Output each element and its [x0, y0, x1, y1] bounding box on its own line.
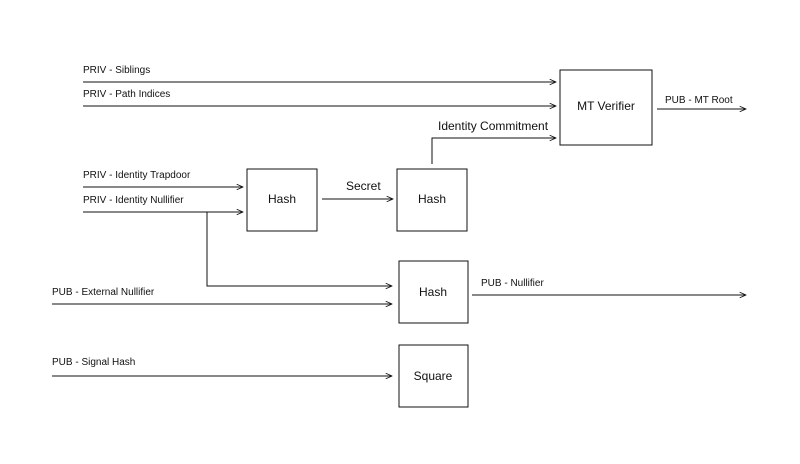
- hash-2-label: Hash: [418, 192, 446, 206]
- hash-1-label: Hash: [268, 192, 296, 206]
- priv-identity-trapdoor-label: PRIV - Identity Trapdoor: [83, 170, 191, 181]
- mt-verifier-label: MT Verifier: [577, 99, 635, 113]
- square-block: Square: [398, 344, 469, 408]
- pub-external-nullifier-label: PUB - External Nullifier: [52, 287, 155, 298]
- hash-3-label: Hash: [419, 285, 447, 299]
- pub-mt-root-label: PUB - MT Root: [665, 95, 733, 106]
- secret-label: Secret: [346, 179, 381, 193]
- mt-verifier-block: MT Verifier: [559, 69, 653, 146]
- priv-identity-nullifier-label: PRIV - Identity Nullifier: [83, 195, 184, 206]
- hash-block-3: Hash: [398, 260, 469, 324]
- pub-signal-hash-label: PUB - Signal Hash: [52, 357, 135, 368]
- priv-path-indices-label: PRIV - Path Indices: [83, 89, 170, 100]
- identity-nullifier-branch-wire: [206, 212, 392, 286]
- pub-nullifier-label: PUB - Nullifier: [481, 278, 544, 289]
- hash-block-2: Hash: [396, 168, 468, 232]
- priv-siblings-label: PRIV - Siblings: [83, 65, 150, 76]
- square-label: Square: [414, 369, 453, 383]
- identity-commitment-label: Identity Commitment: [438, 119, 549, 133]
- identity-commitment-wire: [431, 138, 556, 164]
- hash-block-1: Hash: [246, 168, 318, 232]
